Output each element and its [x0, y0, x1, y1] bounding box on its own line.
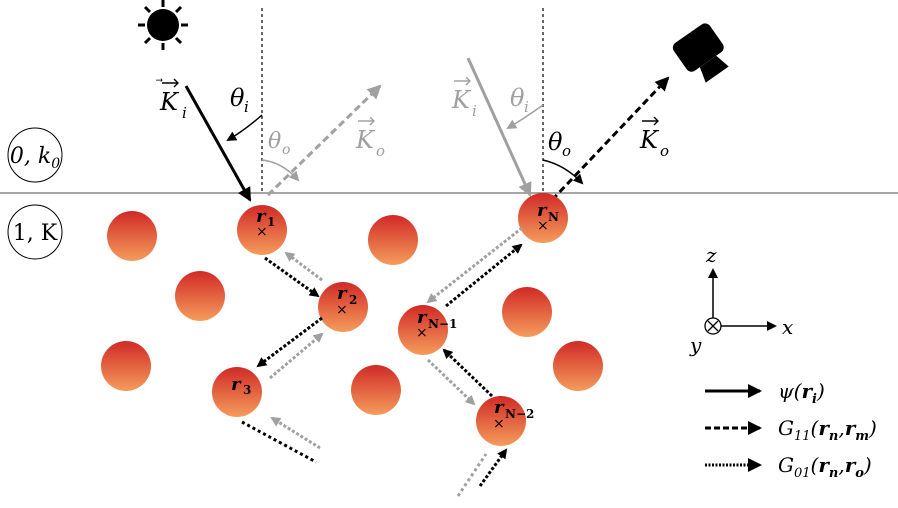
svg-text:0, k0: 0, k0 — [10, 144, 60, 172]
scattered-arrow-left — [266, 84, 382, 197]
svg-text:o: o — [282, 142, 290, 158]
path-in-rN2-black — [478, 448, 508, 487]
svg-text:×: × — [493, 416, 505, 432]
scatterer-rN — [518, 193, 568, 243]
svg-text:1, K: 1, K — [13, 221, 58, 246]
svg-text:θ: θ — [268, 129, 281, 154]
incident-arrow-right — [466, 57, 532, 197]
legend-dashed: G11(rn,rm) — [705, 416, 877, 444]
path-in-rN2-gray — [456, 453, 488, 497]
scatterer-sphere — [502, 287, 552, 337]
svg-text:G11(rn,rm): G11(rn,rm) — [778, 416, 877, 444]
camera-icon — [672, 23, 729, 83]
svg-text:1: 1 — [267, 215, 275, 229]
legend-solid: ψ(ri) — [705, 379, 825, 407]
scatterer-r3 — [212, 367, 262, 417]
scatterer-rN-2 — [476, 396, 526, 446]
path-in-r3-gray — [270, 416, 321, 450]
path-r2-r3-black — [256, 316, 323, 368]
label-ko-left: K o — [355, 116, 385, 160]
label-theta-o-right: θ o — [548, 128, 571, 160]
svg-text:K: K — [451, 86, 472, 114]
legend: ψ(ri) G11(rn,rm) G01(rn,ro) — [705, 379, 877, 481]
svg-text:N: N — [548, 210, 559, 224]
svg-text:o: o — [376, 142, 385, 160]
scatterer-sphere — [553, 341, 603, 391]
legend-dotted: G01(rn,ro) — [705, 453, 872, 481]
label-ki-right: K i — [451, 76, 477, 120]
sphere-label-rN: r N × — [537, 200, 559, 234]
svg-text:r: r — [256, 206, 267, 227]
region-air-label: 0, k0 — [7, 127, 63, 183]
scatterer-rN-1 — [398, 305, 448, 355]
svg-text:i: i — [182, 104, 187, 122]
svg-text:i: i — [472, 102, 477, 120]
svg-text:N−1: N−1 — [428, 317, 457, 331]
svg-text:θ: θ — [510, 84, 525, 112]
svg-text:×: × — [336, 302, 348, 318]
scatterer-sphere — [351, 365, 401, 415]
theta-o-arc-left — [261, 159, 300, 182]
svg-text:r: r — [337, 283, 348, 304]
axis-y-label: y — [689, 333, 702, 357]
scatterer-sphere — [175, 271, 225, 321]
scatterer-sphere — [107, 211, 157, 261]
theta-i-arc-left — [226, 114, 263, 142]
sphere-label-r1: r 1 × — [256, 206, 275, 240]
scatterer-r2 — [318, 282, 368, 332]
svg-text:K: K — [159, 88, 180, 116]
svg-text:3: 3 — [243, 383, 251, 397]
path-rN2-rN1-black — [442, 348, 494, 398]
sun-icon — [138, 0, 188, 50]
svg-text:N−2: N−2 — [505, 407, 534, 421]
path-rN1-rN-black — [445, 243, 523, 308]
label-theta-o-left: θ o — [268, 129, 290, 158]
theta-o-arc-right — [542, 159, 584, 185]
region-medium-label: 1, K — [7, 204, 63, 260]
coordinate-axes: z x y — [689, 243, 793, 357]
path-r3-r2-gray — [269, 332, 324, 380]
path-r3-out-black — [241, 420, 317, 464]
svg-text:i: i — [244, 98, 249, 116]
svg-text:r: r — [231, 374, 242, 395]
label-ko-right: K o — [639, 116, 669, 160]
incident-arrow-left — [184, 85, 252, 202]
scatterer-sphere — [101, 341, 151, 391]
path-rN-rN1-gray — [426, 226, 523, 304]
svg-text:o: o — [660, 142, 669, 160]
svg-text:×: × — [256, 224, 268, 240]
svg-text:K: K — [355, 126, 376, 154]
sphere-label-r2: r 2 × — [336, 283, 357, 318]
svg-text:θ: θ — [548, 128, 563, 156]
label-ki-left: K i ⃗ — [155, 78, 187, 122]
sphere-label-r3: r 3 — [231, 374, 251, 397]
label-theta-i-right: θ i — [510, 84, 529, 116]
svg-text:×: × — [537, 218, 549, 234]
svg-text:o: o — [562, 142, 571, 160]
sphere-label-rN-2: r N−2 × — [493, 397, 534, 432]
svg-text:2: 2 — [349, 293, 357, 307]
sphere-label-rN-1: r N−1 × — [416, 307, 457, 341]
scatterer-r1 — [237, 205, 287, 255]
svg-text:G01(rn,ro): G01(rn,ro) — [778, 453, 872, 481]
path-r1-r2-black — [264, 256, 320, 298]
svg-text:K: K — [639, 126, 660, 154]
svg-text:ψ(ri): ψ(ri) — [778, 379, 825, 407]
svg-text:r: r — [417, 307, 428, 328]
svg-text:×: × — [416, 325, 428, 341]
svg-text:⃗: ⃗ — [155, 78, 163, 82]
svg-text:i: i — [524, 98, 529, 116]
theta-i-arc-right — [506, 104, 544, 130]
path-rN1-rN2-gray — [426, 358, 476, 406]
label-theta-i-left: θ i — [230, 84, 249, 116]
path-r2-r1-gray — [284, 251, 323, 282]
axis-x-label: x — [782, 315, 793, 339]
svg-text:r: r — [494, 397, 505, 418]
axis-z-label: z — [705, 243, 717, 267]
svg-text:r: r — [537, 200, 548, 221]
scatterer-sphere — [368, 215, 418, 265]
scattered-arrow-right — [550, 76, 670, 202]
svg-text:θ: θ — [230, 84, 245, 112]
